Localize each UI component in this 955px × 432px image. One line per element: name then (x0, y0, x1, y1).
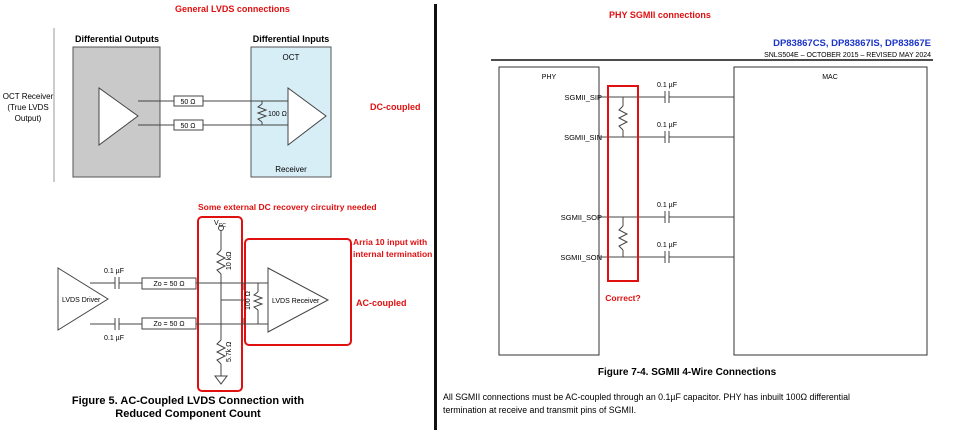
r100b-label: 100 Ω (245, 291, 252, 310)
dc-coupled-label: DC-coupled (370, 102, 421, 112)
cap-bot-label: 0.1 µF (104, 335, 124, 342)
zo-top-label: Zo = 50 Ω (153, 281, 184, 288)
r50-top-label: 50 Ω (181, 99, 196, 106)
lvds-heading: General LVDS connections (175, 4, 290, 14)
r100-label: 100 Ω (268, 111, 287, 118)
cap-label-2: 0.1 µF (657, 122, 677, 129)
phy-box (498, 66, 600, 356)
lvds-driver-label: LVDS Driver (62, 297, 101, 304)
figure74-caption: Figure 7-4. SGMII 4-Wire Connections (598, 367, 777, 378)
oct-receiver-line1: OCT Receiver (3, 92, 54, 101)
diff-outputs-label: Differential Outputs (75, 34, 159, 44)
arria-highlight (244, 238, 352, 346)
lvds-receiver-label: LVDS Receiver (272, 298, 320, 305)
oct-receiver-line2: (True LVDS (7, 103, 48, 112)
zo-bot-label: Zo = 50 Ω (153, 321, 184, 328)
dc-recovery-note: Some external DC recovery circuitry need… (198, 202, 377, 212)
lvds-receiver-triangle (267, 267, 330, 333)
oct-label: OCT (283, 53, 300, 62)
arria-line2: internal termination (353, 249, 432, 259)
receiver-triangle (287, 87, 327, 147)
dc-recovery-highlight (197, 216, 243, 392)
sgmii-wires (599, 91, 734, 263)
r50-bot-label: 50 Ω (181, 123, 196, 130)
left-panel: General LVDS connections Differential Ou… (0, 0, 434, 432)
figure5-line2: Reduced Component Count (115, 408, 261, 420)
mac-box (733, 66, 928, 356)
phy-label: PHY (542, 74, 557, 81)
r10k-label: 10 kΩ (226, 252, 233, 270)
top-wires (138, 100, 288, 126)
cap-top-label: 0.1 µF (104, 268, 124, 275)
ac-coupled-label: AC-coupled (356, 298, 407, 308)
pin-sgmii-son: SGMII_SON (560, 253, 602, 262)
correct-label: Correct? (605, 293, 640, 303)
arria-line1: Arria 10 input with (353, 237, 427, 247)
ground-symbol (214, 375, 228, 385)
vcc-node (218, 225, 224, 231)
part-numbers: DP83867CS, DP83867IS, DP83867E (773, 38, 931, 49)
cap-label-4: 0.1 µF (657, 242, 677, 249)
oct-receiver-line3: Output) (15, 114, 42, 123)
r50-bot (173, 119, 204, 131)
pin-sgmii-sop: SGMII_SOP (561, 213, 602, 222)
mac-label: MAC (822, 74, 838, 81)
zo-top-box (141, 277, 197, 290)
panel-divider (434, 4, 437, 430)
zo-bot-box (141, 317, 197, 330)
figure5-line1: Figure 5. AC-Coupled LVDS Connection wit… (72, 395, 304, 407)
lvds-diagram: General LVDS connections Differential Ou… (3, 4, 433, 420)
cap-label-3: 0.1 µF (657, 202, 677, 209)
pin-sgmii-sin: SGMII_SIN (564, 133, 602, 142)
sgmii-note-line2: termination at receive and transmit pins… (443, 405, 636, 415)
right-panel: PHY SGMII connections DP83867CS, DP83867… (437, 0, 955, 432)
lvds-driver-triangle (57, 267, 109, 331)
diff-inputs-label: Differential Inputs (253, 34, 330, 44)
pin-sgmii-sip: SGMII_SIP (564, 93, 602, 102)
receiver-label: Receiver (275, 165, 307, 174)
r5k-label: 5.7k Ω (226, 342, 233, 362)
termination-highlight (607, 85, 639, 282)
sgmii-heading: PHY SGMII connections (609, 10, 711, 20)
sgmii-diagram: PHY SGMII connections DP83867CS, DP83867… (443, 10, 933, 415)
cap-label-1: 0.1 µF (657, 82, 677, 89)
doc-revision: SNLS504E – OCTOBER 2015 – REVISED MAY 20… (764, 52, 931, 59)
sgmii-note-line1: All SGMII connections must be AC-coupled… (443, 392, 850, 402)
driver-triangle (98, 87, 139, 146)
r50-top (173, 95, 204, 107)
vcc-label: VCC (214, 220, 226, 229)
